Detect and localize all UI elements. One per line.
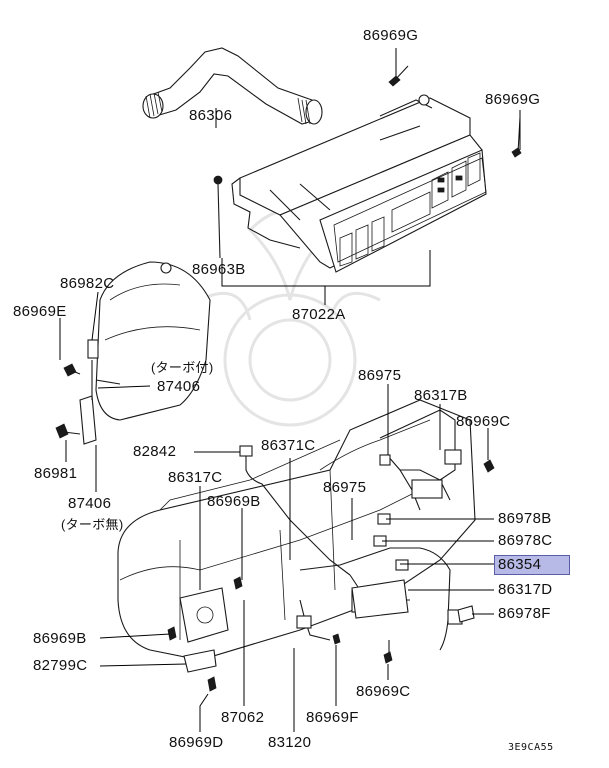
clip-86963B <box>213 175 223 259</box>
label-86975-lower: 86975 <box>323 479 367 496</box>
label-86969C-upper: 86969C <box>456 413 511 430</box>
clip-86978F <box>457 605 475 623</box>
label-82799C: 82799C <box>33 657 88 674</box>
label-86969G-top: 86969G <box>363 27 419 44</box>
watermark-emblem <box>199 208 381 427</box>
duct-hose-86306 <box>142 47 323 125</box>
label-86969C-lower: 86969C <box>356 683 411 700</box>
label-86354-highlighted[interactable]: 86354 <box>494 555 570 575</box>
actuator-86317C <box>179 587 229 643</box>
screw-86969F <box>332 633 341 645</box>
bracket-82799C <box>183 649 217 673</box>
label-86317D: 86317D <box>498 581 553 598</box>
label-86975-upper: 86975 <box>358 367 402 384</box>
label-turbo-without: (ターボ無) <box>61 517 124 532</box>
label-86969F: 86969F <box>306 709 359 726</box>
label-87406-lower: 87406 <box>68 495 112 512</box>
label-86963B: 86963B <box>192 261 246 278</box>
sensor-87406 <box>79 339 121 445</box>
label-86969E: 86969E <box>13 303 67 320</box>
label-86978F: 86978F <box>498 605 551 622</box>
label-87062: 87062 <box>221 709 265 726</box>
label-86969G-right: 86969G <box>485 91 541 108</box>
diagram-code: 3E9CA55 <box>508 742 554 753</box>
screw-86969C-lower <box>383 640 393 664</box>
screw-86969B-upper <box>233 576 243 590</box>
label-86317C: 86317C <box>168 469 223 486</box>
clip-86981 <box>55 423 81 439</box>
label-82842: 82842 <box>133 443 177 460</box>
label-87022A: 87022A <box>292 306 346 323</box>
screw-86969B-lower <box>167 626 177 641</box>
label-86978B: 86978B <box>498 510 552 527</box>
control-panel-87022A <box>231 94 487 273</box>
label-86969B-upper: 86969B <box>207 493 261 510</box>
label-turbo-with: (ターボ付) <box>151 360 214 375</box>
screw-86969C-upper <box>483 459 495 473</box>
label-86969B-lower: 86969B <box>33 630 87 647</box>
screw-86969D <box>207 676 217 692</box>
label-83120: 83120 <box>268 734 312 751</box>
label-86981: 86981 <box>34 465 78 482</box>
label-87406-upper: 87406 <box>157 378 201 395</box>
screw-86969G-top <box>388 65 409 87</box>
screw-86969E <box>63 363 81 377</box>
actuator-86317D <box>351 579 409 619</box>
label-86317B: 86317B <box>414 387 468 404</box>
label-86982C: 86982C <box>60 275 115 292</box>
label-86978C: 86978C <box>498 532 553 549</box>
label-86969D: 86969D <box>169 734 224 751</box>
leader-lines <box>59 48 521 732</box>
label-86371C: 86371C <box>261 437 316 454</box>
blower-housing <box>95 261 211 421</box>
label-86306: 86306 <box>189 107 233 124</box>
